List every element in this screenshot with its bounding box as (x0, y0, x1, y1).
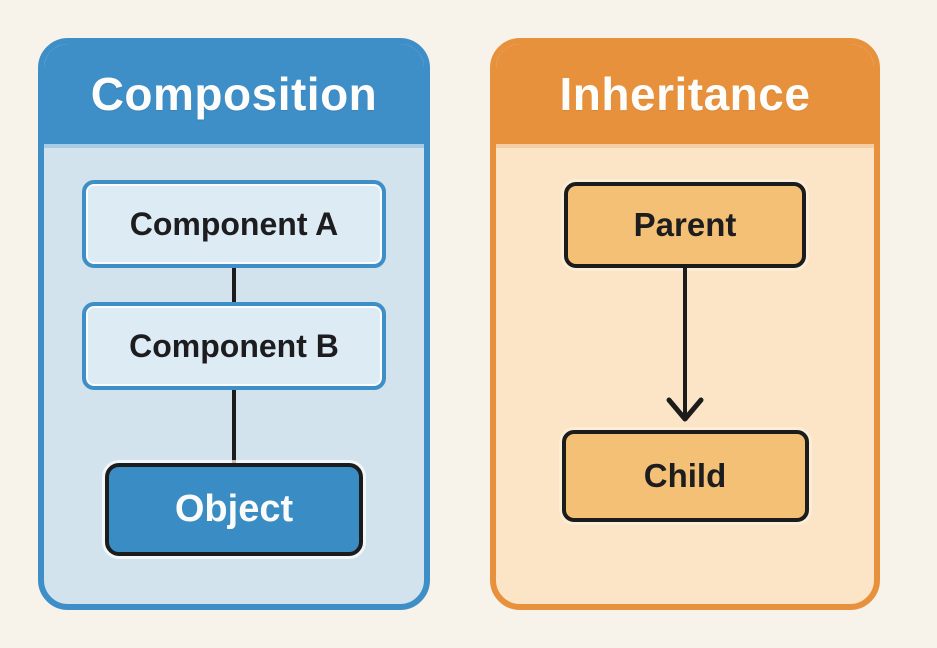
inheritance-title: Inheritance (559, 68, 811, 120)
connector-parent-to-child (663, 268, 707, 430)
composition-body: Component A Component B Object (44, 148, 424, 604)
composition-panel: Composition Component A Component B Obje… (38, 38, 430, 610)
inheritance-header: Inheritance (496, 44, 874, 148)
inheritance-body: Parent Child (496, 148, 874, 604)
node-component-b: Component B (82, 302, 386, 390)
connector-b-to-object (232, 390, 236, 463)
node-child-label: Child (643, 457, 727, 494)
connector-a-to-b (232, 268, 236, 302)
arrow-down-icon (666, 268, 704, 422)
node-component-a: Component A (82, 180, 386, 268)
node-parent: Parent (564, 182, 806, 268)
composition-title: Composition (90, 68, 378, 120)
node-object: Object (105, 463, 363, 556)
node-object-label: Object (174, 488, 294, 530)
inheritance-panel: Inheritance Parent Child (490, 38, 880, 610)
node-component-a-label: Component A (129, 205, 339, 242)
composition-header: Composition (44, 44, 424, 148)
node-child: Child (561, 430, 809, 522)
node-parent-label: Parent (633, 206, 737, 243)
node-component-b-label: Component B (129, 327, 339, 364)
